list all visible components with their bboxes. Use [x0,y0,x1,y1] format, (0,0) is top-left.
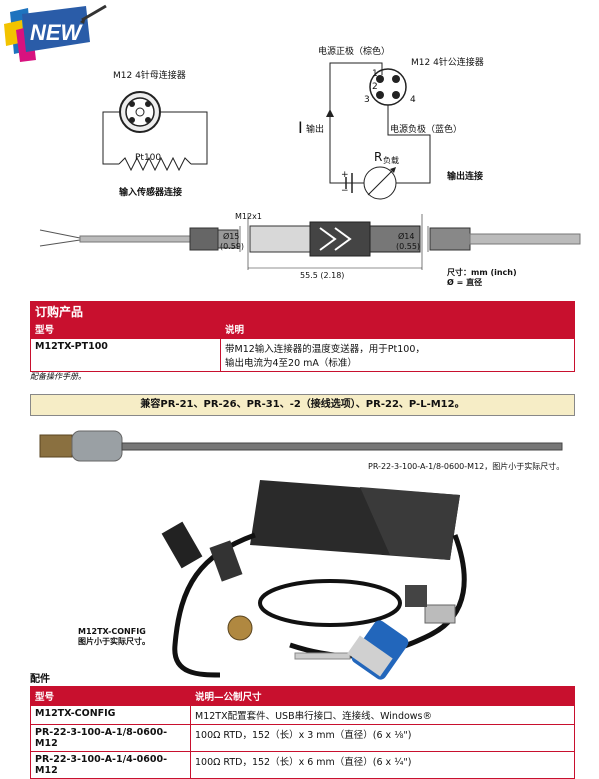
accessory-model: M12TX-CONFIG [30,705,191,725]
pin-4: 4 [410,95,416,105]
input-sensor-label: 输入传感器连接 [119,188,183,198]
dia15-label: Ø15 [223,232,240,241]
dia15-inch: (0.59) [220,242,245,251]
ordering-col-desc: 说明 [220,319,575,339]
ordering-desc-line2: 输出电流为4至20 mA（标准） [225,358,357,369]
pt100-label: Pt100 [135,153,162,163]
pin-1: 1 [372,69,378,79]
load-label: 负载 [383,156,399,165]
ordering-model: M12TX-PT100 [30,338,221,372]
minus-sign: − [341,186,349,196]
power-pos-label: 电源正极（棕色） [318,47,391,57]
dia14-label: Ø14 [398,232,415,241]
dia-note: Ø = 直径 [447,278,483,287]
power-neg-label: 电源负极（蓝色） [390,125,463,135]
accessory-desc: 100Ω RTD，152（长）x 3 mm（直径）(6 x ⅛") [190,724,575,752]
table-row: PR-22-3-100-A-1/4-0600-M12 100Ω RTD，152（… [30,751,575,779]
wiring-diagram: M12 4针母连接器 Pt100 输入传感器连接 电源正极（棕色） M12 4针… [0,0,599,300]
probe-caption: PR-22-3-100-A-1/8-0600-M12，图片小于实际尺寸。 [368,462,565,471]
pin-2: 2 [372,82,378,92]
accessories-table: 型号 说明—公制尺寸 M12TX-CONFIG M12TX配置套件、USB串行接… [30,686,575,779]
units-note: 尺寸：mm (inch) [447,268,517,277]
male-connector-label: M12 4针公连接器 [411,58,484,68]
ordering-desc: 带M12输入连接器的温度变送器，用于Pt100， 输出电流为4至20 mA（标准… [220,338,575,372]
accessories-col-desc: 说明—公制尺寸 [190,686,575,706]
accessories-title: 配件 [30,674,50,685]
table-row: PR-22-3-100-A-1/8-0600-M12 100Ω RTD，152（… [30,724,575,752]
female-connector-drawing [102,91,208,172]
load-symbol: R [374,150,383,164]
accessory-desc: 100Ω RTD，152（长）x 6 mm（直径）(6 x ¼") [190,751,575,779]
female-connector-label: M12 4针母连接器 [113,71,186,81]
transmitter-drawing [39,214,581,270]
output-current-symbol: I [298,118,303,137]
output-connection-label: 输出连接 [447,172,484,182]
ordering-title: 订购产品 [30,301,575,319]
ordering-table: 型号 说明 M12TX-PT100 带M12输入连接器的温度变送器，用于Pt10… [30,319,575,372]
new-badge: NEW [4,4,107,62]
ordering-desc-line1: 带M12输入连接器的温度变送器，用于Pt100， [225,344,425,355]
table-row: M12TX-PT100 带M12输入连接器的温度变送器，用于Pt100， 输出电… [30,338,575,372]
product-photo [39,430,563,680]
thread-label: M12x1 [235,212,262,221]
ordering-col-model: 型号 [30,319,221,339]
config-caption-line1: M12TX-CONFIG [78,627,146,636]
accessory-desc: M12TX配置套件、USB串行接口、连接线、Windows® [190,705,575,725]
length-label: 55.5 (2.18) [300,271,345,280]
compat-banner: 兼容PR-21、PR-26、PR-31、-2（接线选项）、PR-22、P-L-M… [30,394,575,416]
output-current-label: 输出 [306,125,325,135]
accessory-model: PR-22-3-100-A-1/8-0600-M12 [30,724,191,752]
accessories-col-model: 型号 [30,686,191,706]
svg-text:NEW: NEW [30,20,84,45]
table-row: M12TX-CONFIG M12TX配置套件、USB串行接口、连接线、Windo… [30,705,575,725]
pin-3: 3 [364,95,370,105]
plus-sign: + [341,170,349,180]
dia14-inch: (0.55) [396,242,421,251]
male-connector-drawing [326,62,431,200]
config-caption-line2: 图片小于实际尺寸。 [78,637,150,646]
ordering-footnote: 配备操作手册。 [30,372,86,381]
accessory-model: PR-22-3-100-A-1/4-0600-M12 [30,751,191,779]
